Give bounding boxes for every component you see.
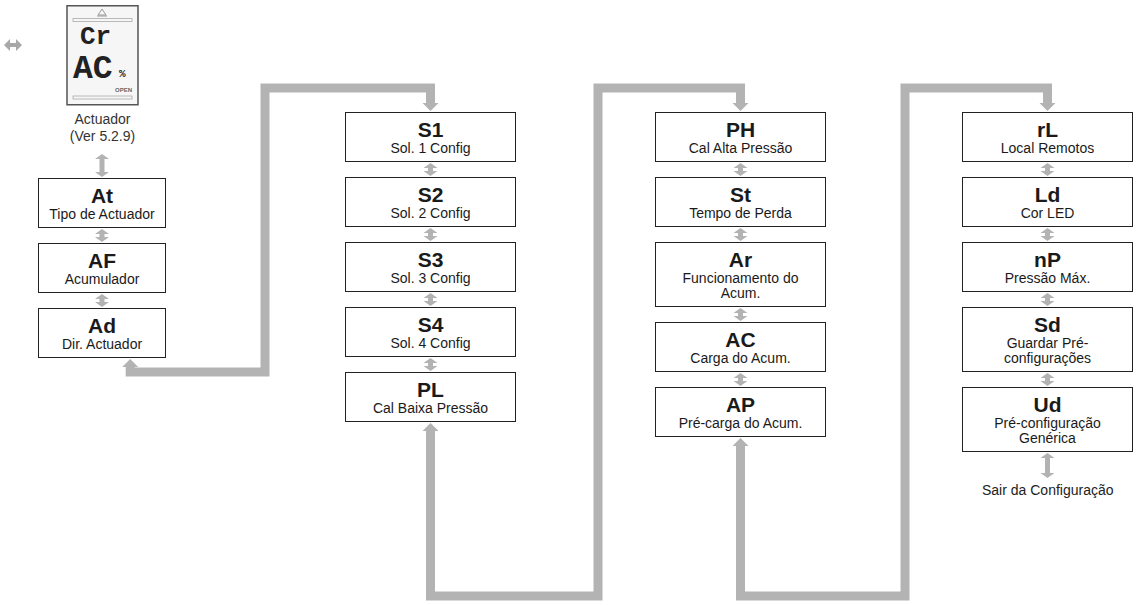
menu-box: PLCal Baixa Pressão	[345, 372, 516, 422]
menu-box: UdPré-configuração Genérica	[962, 387, 1133, 452]
parameter-code: Ud	[1034, 394, 1062, 416]
parameter-name: Pré-configuração Genérica	[973, 416, 1123, 446]
connector-arrow	[424, 358, 438, 371]
display-caption: Actuador (Ver 5.2.9)	[60, 111, 145, 145]
display-bar	[73, 96, 132, 99]
parameter-code: AC	[725, 329, 755, 351]
parameter-code: Ld	[1035, 184, 1061, 206]
connector-arrow	[95, 294, 109, 307]
parameter-code: nP	[1034, 249, 1061, 271]
exit-label: Sair da Configuração	[982, 482, 1114, 499]
display-unit: %	[119, 69, 126, 80]
parameter-name: Dir. Actuador	[62, 337, 142, 352]
parameter-code: Ar	[729, 249, 752, 271]
display-digits: Cr	[80, 24, 111, 50]
display-icon	[97, 9, 107, 16]
connector-arrow	[734, 373, 748, 386]
parameter-name: Sol. 4 Config	[390, 336, 470, 351]
connector-arrow	[1041, 163, 1055, 176]
parameter-code: AF	[88, 250, 116, 272]
menu-box: ArFuncionamento do Acum.	[655, 242, 826, 307]
menu-box: AFAcumulador	[38, 243, 166, 293]
double-arrow-symbol	[4, 39, 22, 51]
parameter-name: Sol. 3 Config	[390, 271, 470, 286]
parameter-name: Cor LED	[1021, 206, 1075, 221]
parameter-code: PL	[417, 379, 444, 401]
parameter-code: PH	[726, 119, 755, 141]
parameter-code: Sd	[1034, 314, 1061, 336]
parameter-name: Funcionamento do Acum.	[676, 271, 806, 301]
display-digits: AC	[73, 53, 113, 86]
menu-box: PHCal Alta Pressão	[655, 112, 826, 162]
menu-box: S1Sol. 1 Config	[345, 112, 516, 162]
parameter-name: Tipo de Actuador	[49, 207, 154, 222]
connector-arrow	[1041, 293, 1055, 306]
menu-box: S3Sol. 3 Config	[345, 242, 516, 292]
parameter-name: Cal Baixa Pressão	[373, 401, 488, 416]
parameter-name: Sol. 1 Config	[390, 141, 470, 156]
parameter-name: Tempo de Perda	[689, 206, 792, 221]
menu-box: S2Sol. 2 Config	[345, 177, 516, 227]
display-indicator: OPEN	[115, 87, 132, 93]
actuator-display: CrAC% OPEN Actuador (Ver 5.2.9)	[60, 5, 145, 147]
connector-arrow	[95, 229, 109, 242]
menu-box: APPré-carga do Acum.	[655, 387, 826, 437]
connector-arrow	[424, 293, 438, 306]
parameter-name: Pressão Máx.	[1005, 271, 1091, 286]
connector-arrow	[95, 154, 109, 177]
display-bar	[73, 19, 132, 22]
parameter-code: St	[730, 184, 751, 206]
connector-arrow	[734, 228, 748, 241]
parameter-code: AP	[726, 394, 755, 416]
menu-box: rLLocal Remotos	[962, 112, 1133, 162]
parameter-name: Pré-carga do Acum.	[679, 416, 803, 431]
parameter-code: Ad	[88, 315, 116, 337]
menu-box: S4Sol. 4 Config	[345, 307, 516, 357]
menu-box: StTempo de Perda	[655, 177, 826, 227]
parameter-code: S2	[418, 184, 444, 206]
menu-box: ACCarga do Acum.	[655, 322, 826, 372]
parameter-name: Acumulador	[65, 272, 140, 287]
menu-box: LdCor LED	[962, 177, 1133, 227]
parameter-name: Guardar Pré-configurações	[973, 336, 1123, 366]
parameter-code: S3	[418, 249, 444, 271]
parameter-code: S1	[418, 119, 444, 141]
exit-arrow	[1041, 453, 1055, 478]
menu-box: AtTipo de Actuador	[38, 178, 166, 228]
connector-arrow	[734, 163, 748, 176]
parameter-code: S4	[418, 314, 444, 336]
parameter-name: Carga do Acum.	[690, 351, 790, 366]
menu-box: SdGuardar Pré-configurações	[962, 307, 1133, 372]
parameter-name: Sol. 2 Config	[390, 206, 470, 221]
parameter-code: rL	[1037, 119, 1058, 141]
parameter-name: Cal Alta Pressão	[689, 141, 793, 156]
connector-arrow	[1041, 228, 1055, 241]
connector-arrow	[1041, 373, 1055, 386]
menu-box: AdDir. Actuador	[38, 308, 166, 358]
menu-box: nPPressão Máx.	[962, 242, 1133, 292]
parameter-code: At	[91, 185, 113, 207]
connector-arrow	[734, 308, 748, 321]
connector-arrow	[424, 228, 438, 241]
connector-arrow	[424, 163, 438, 176]
parameter-name: Local Remotos	[1001, 141, 1094, 156]
